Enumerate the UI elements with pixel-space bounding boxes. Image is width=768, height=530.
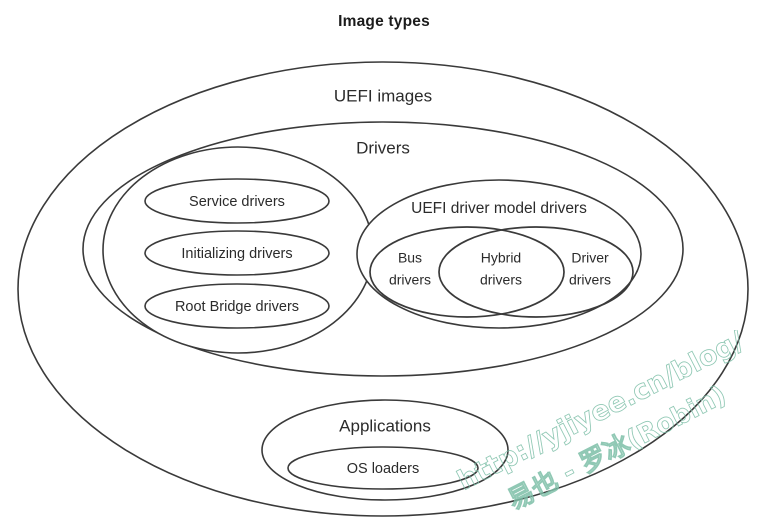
driver-drivers-label-line2: drivers <box>569 272 611 288</box>
hybrid-drivers-label-line1: Hybrid <box>481 250 521 266</box>
root-bridge-drivers-label: Root Bridge drivers <box>175 299 299 315</box>
os-loaders-label: OS loaders <box>347 461 420 477</box>
driver-drivers-ellipse <box>438 226 634 318</box>
uefi-driver-model-label: UEFI driver model drivers <box>411 200 587 217</box>
os-loaders-ellipse <box>287 446 479 490</box>
page-title: Image types <box>338 13 430 30</box>
bus-drivers-label-line2: drivers <box>389 272 431 288</box>
driver-drivers-label-line1: Driver <box>571 250 609 266</box>
root-bridge-drivers-ellipse <box>144 283 330 329</box>
uefi-driver-model-ellipse <box>356 179 642 329</box>
bus-drivers-label-line1: Bus <box>398 250 422 266</box>
service-drivers-ellipse <box>144 178 330 224</box>
service-drivers-label: Service drivers <box>189 194 285 210</box>
applications-label: Applications <box>339 416 431 435</box>
bus-drivers-ellipse <box>369 226 565 318</box>
initializing-drivers-label: Initializing drivers <box>181 246 292 262</box>
drivers-label: Drivers <box>356 138 410 157</box>
hybrid-drivers-label-line2: drivers <box>480 272 522 288</box>
initializing-drivers-ellipse <box>144 230 330 276</box>
uefi-images-label: UEFI images <box>334 86 432 105</box>
